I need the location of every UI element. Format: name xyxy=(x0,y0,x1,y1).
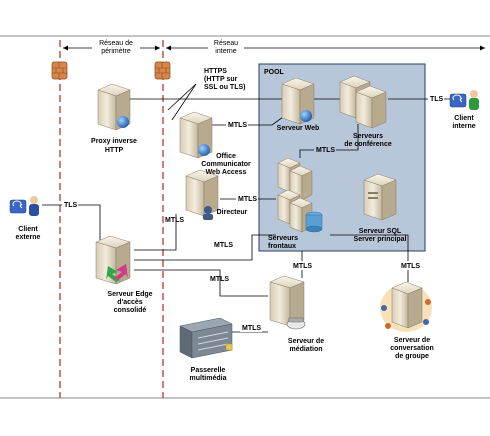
conference-servers-icon xyxy=(339,75,387,129)
tls-label-internal: TLS xyxy=(430,96,444,103)
gateway-label-2: multimédia xyxy=(190,375,227,382)
sql-label-2: Server principal xyxy=(354,236,407,243)
internal-client-label-1: Client xyxy=(454,115,474,122)
firewall-icon xyxy=(154,61,171,80)
firewall-icon xyxy=(51,61,68,80)
https-label-3: SSL ou TLS) xyxy=(204,84,245,91)
perimeter-zone-label-2: périmètre xyxy=(101,48,131,55)
conf-servers-label-1: Serveurs xyxy=(353,133,383,140)
web-server-icon xyxy=(281,77,315,125)
https-label-2: (HTTP sur xyxy=(204,76,238,83)
owa-label-2: Communicator xyxy=(201,161,251,168)
director-server-icon xyxy=(185,169,219,220)
external-client-label-2: externe xyxy=(16,234,41,241)
mtls-label-mediation: MTLS xyxy=(293,263,312,270)
proxy-server-icon xyxy=(97,83,131,131)
director-label: Directeur xyxy=(217,209,248,216)
mtls-label-gateway: MTLS xyxy=(242,325,261,332)
gateway-label-1: Passerelle xyxy=(191,367,226,374)
perimeter-zone-label-1: Réseau de xyxy=(99,40,133,47)
mtls-label-edge-director: MTLS xyxy=(165,217,184,224)
external-client-icon xyxy=(9,196,39,216)
external-client-label-1: Client xyxy=(18,226,38,233)
internal-zone-label-1: Réseau xyxy=(214,40,238,47)
group-chat-label-2: conversation xyxy=(390,345,434,352)
mtls-label-owa: MTLS xyxy=(228,122,247,129)
sql-server-icon xyxy=(363,173,397,221)
owa-label-1: Office xyxy=(216,153,236,160)
mediation-server-icon xyxy=(269,275,306,330)
mtls-label-group-chat: MTLS xyxy=(401,263,420,270)
internal-zone-label-2: interne xyxy=(215,48,237,55)
internal-client-label-2: interne xyxy=(452,123,475,130)
owa-label-3: Web Access xyxy=(206,169,247,176)
edge-label-3: consolidé xyxy=(114,307,147,314)
mtls-label-edge-mediation: MTLS xyxy=(210,276,229,283)
frontend-label-2: frontaux xyxy=(268,243,296,250)
https-label-1: HTTPS xyxy=(204,68,227,75)
edge-label-1: Serveur Edge xyxy=(107,291,152,298)
proxy-label-2: HTTP xyxy=(105,147,124,154)
group-chat-label-1: Serveur de xyxy=(394,337,430,344)
mtls-label-conf: MTLS xyxy=(316,147,335,154)
edge-server-icon xyxy=(95,235,131,285)
edge-label-2: d'accès xyxy=(117,299,143,306)
mtls-label-edge-frontend: MTLS xyxy=(214,242,233,249)
frontend-servers-icon xyxy=(277,157,323,233)
conf-servers-label-2: de conférence xyxy=(344,141,392,148)
owa-server-icon xyxy=(179,111,213,159)
internal-client-icon xyxy=(449,90,479,110)
mediation-label-2: médiation xyxy=(289,346,322,353)
group-chat-label-3: de groupe xyxy=(395,353,429,360)
media-gateway-icon xyxy=(179,317,233,359)
mtls-label-director: MTLS xyxy=(238,196,257,203)
frontend-label-1: Serveurs xyxy=(268,235,298,242)
web-server-label: Serveur Web xyxy=(277,125,320,132)
sql-label-1: Serveur SQL xyxy=(359,228,402,235)
group-chat-server-icon xyxy=(380,281,432,332)
mediation-label-1: Serveur de xyxy=(288,338,324,345)
pool-title: POOL xyxy=(264,69,285,76)
tls-label-external: TLS xyxy=(64,202,78,209)
proxy-label-1: Proxy inverse xyxy=(91,138,137,145)
